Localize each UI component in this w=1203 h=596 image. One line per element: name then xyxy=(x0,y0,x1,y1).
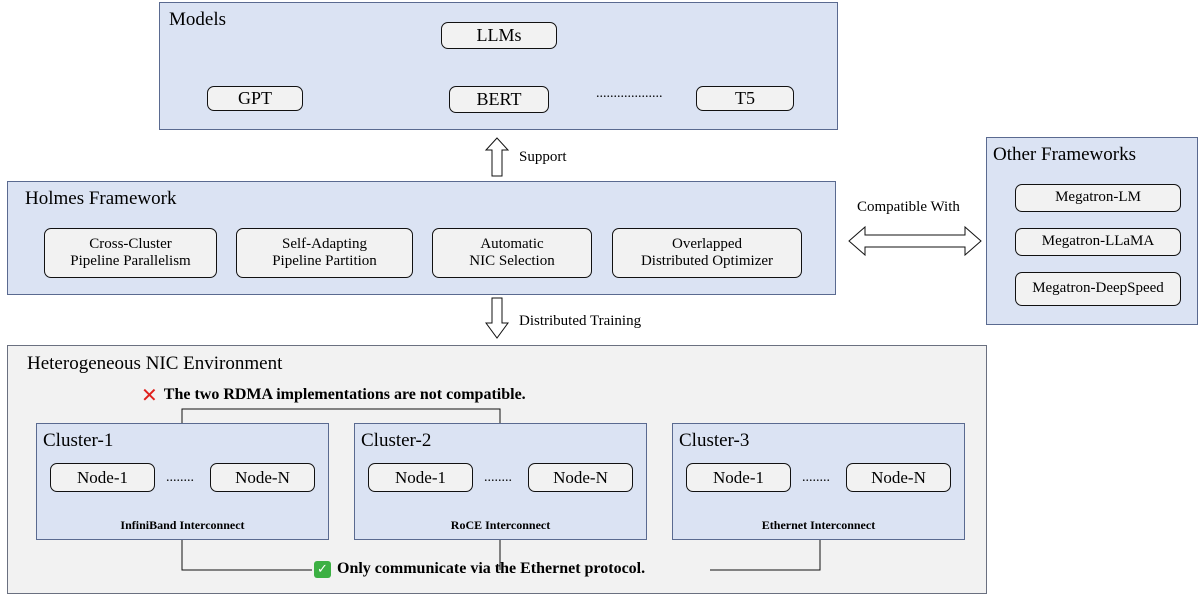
cluster-3-node-n: Node-N xyxy=(846,463,951,492)
compatible-arrow-icon xyxy=(848,225,982,257)
gpt-node: GPT xyxy=(207,86,303,111)
t5-node: T5 xyxy=(696,86,794,111)
bert-node: BERT xyxy=(449,86,549,113)
incompatible-text: The two RDMA implementations are not com… xyxy=(163,386,526,403)
feature-nic-selection: Automatic NIC Selection xyxy=(432,228,592,278)
feature-optimizer: Overlapped Distributed Optimizer xyxy=(612,228,802,278)
feature-self-adapting: Self-Adapting Pipeline Partition xyxy=(236,228,413,278)
ethernet-text: Only communicate via the Ethernet protoc… xyxy=(337,560,646,577)
ethernet-bracket-left xyxy=(181,540,312,571)
cluster-3-ellipsis: ........ xyxy=(802,470,830,485)
holmes-title: Holmes Framework xyxy=(25,188,177,209)
distributed-arrow-icon xyxy=(485,297,509,339)
cluster-1-ellipsis: ........ xyxy=(166,470,194,485)
cluster-1-title: Cluster-1 xyxy=(43,430,114,451)
other-frameworks-title: Other Frameworks xyxy=(993,144,1136,165)
distributed-training-label: Distributed Training xyxy=(519,313,642,329)
rdma-bracket xyxy=(181,408,501,423)
cluster-2-ellipsis: ........ xyxy=(484,470,512,485)
cross-mark-icon: ✕ xyxy=(141,383,158,407)
llms-node: LLMs xyxy=(441,22,557,49)
incompatible-note: ✕ The two RDMA implementations are not c… xyxy=(139,385,528,405)
models-ellipsis: ................... xyxy=(596,86,663,101)
cluster-2-node-n: Node-N xyxy=(528,463,633,492)
framework-megatron-deepspeed: Megatron-DeepSpeed xyxy=(1015,272,1181,306)
feature-cross-cluster: Cross-Cluster Pipeline Parallelism xyxy=(44,228,217,278)
ethernet-note: ✓ Only communicate via the Ethernet prot… xyxy=(314,560,645,578)
cluster-2-interconnect: RoCE Interconnect xyxy=(450,518,551,532)
cluster-3-interconnect: Ethernet Interconnect xyxy=(761,518,876,532)
compatible-label: Compatible With xyxy=(857,199,960,215)
models-title: Models xyxy=(169,9,226,30)
framework-megatron-llama: Megatron-LLaMA xyxy=(1015,228,1181,256)
ethernet-bracket-right xyxy=(710,540,821,571)
check-mark-icon: ✓ xyxy=(314,560,331,578)
cluster-3-node-1: Node-1 xyxy=(686,463,791,492)
cluster-1-node-1: Node-1 xyxy=(50,463,155,492)
cluster-1-interconnect: InfiniBand Interconnect xyxy=(120,518,245,532)
support-label: Support xyxy=(519,149,567,165)
cluster-1-node-n: Node-N xyxy=(210,463,315,492)
cluster-3-title: Cluster-3 xyxy=(679,430,750,451)
framework-megatron-lm: Megatron-LM xyxy=(1015,184,1181,212)
cluster-2-node-1: Node-1 xyxy=(368,463,473,492)
cluster-2-title: Cluster-2 xyxy=(361,430,432,451)
support-arrow-icon xyxy=(484,137,510,177)
